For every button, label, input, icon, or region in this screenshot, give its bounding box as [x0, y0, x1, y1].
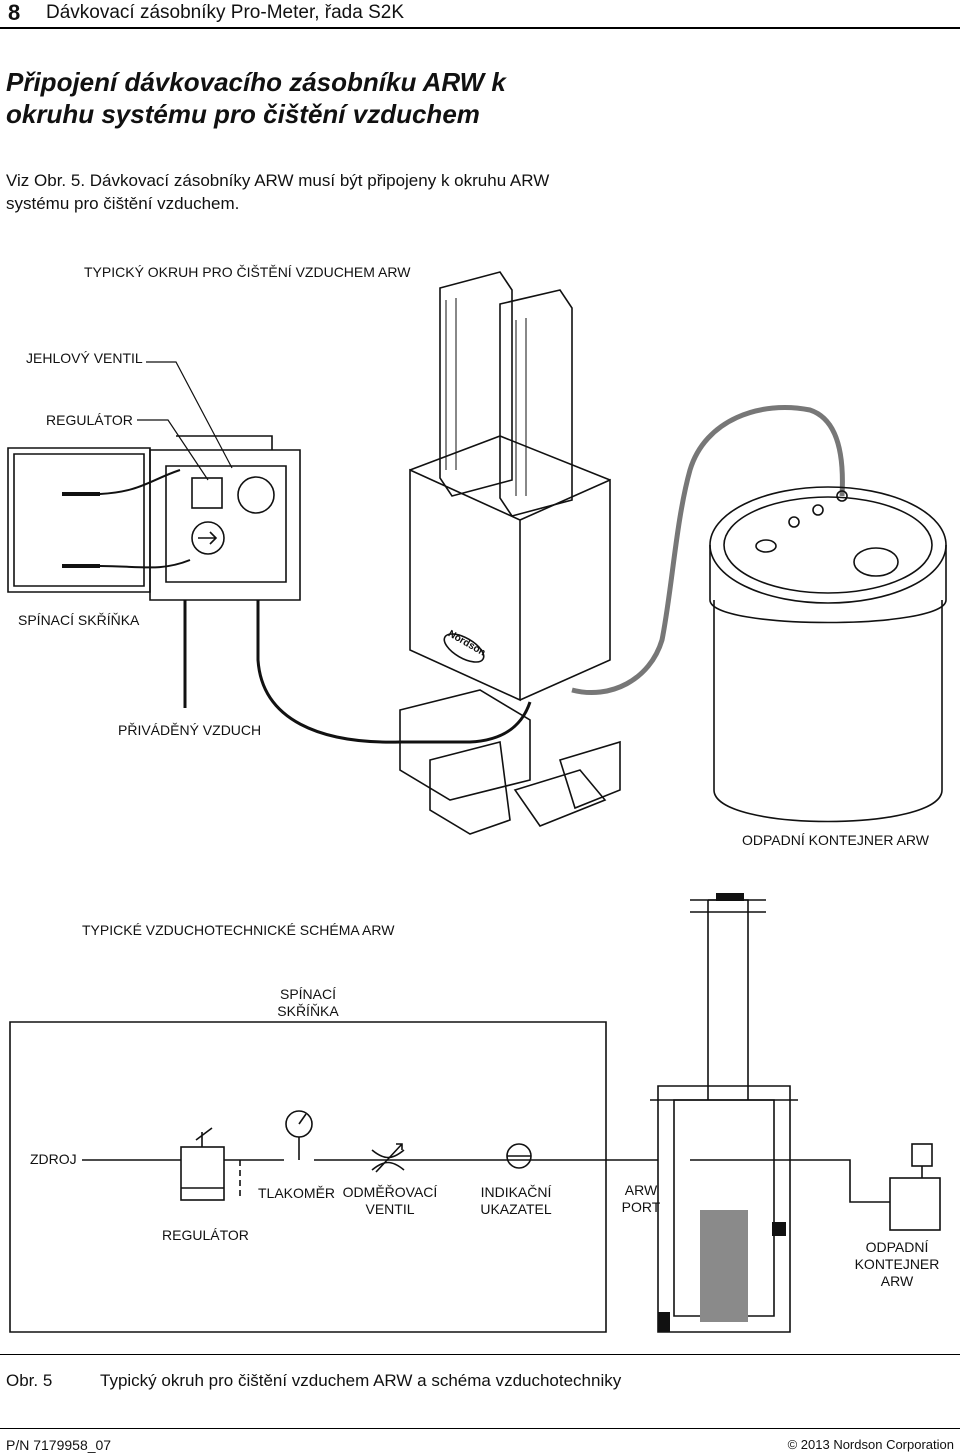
figure-top-title: TYPICKÝ OKRUH PRO ČIŠTĚNÍ VZDUCHEM ARW: [84, 264, 411, 280]
schema-label-gauge: TLAKOMĚR: [258, 1185, 336, 1201]
label-needle-valve: JEHLOVÝ VENTIL: [26, 350, 143, 366]
schema-label-regulator: REGULÁTOR: [162, 1227, 249, 1243]
schema-label-waste-container: ODPADNÍ KONTEJNER ARW: [854, 1239, 940, 1289]
section-heading: Připojení dávkovacího zásobníku ARW k ok…: [6, 67, 506, 129]
running-header: Dávkovací zásobníky Pro-Meter, řada S2K: [46, 2, 404, 23]
part-number: P/N 7179958_07: [6, 1437, 112, 1453]
copyright: © 2013 Nordson Corporation: [787, 1437, 954, 1452]
figure-bottom-title: TYPICKÉ VZDUCHOTECHNICKÉ SCHÉMA ARW: [82, 922, 395, 938]
figure-caption: Typický okruh pro čištění vzduchem ARW a…: [100, 1371, 622, 1390]
schema-label-metering-valve: ODMĚŘOVACÍ VENTIL: [342, 1184, 438, 1217]
label-switch-box: SPÍNACÍ SKŘÍŇKA: [18, 612, 140, 628]
figure-number: Obr. 5: [6, 1371, 53, 1390]
schema-label-indicator: INDIKAČNÍ UKAZATEL: [480, 1184, 552, 1217]
schema-label-arw-port: ARW PORT: [621, 1182, 661, 1215]
label-supply-air: PŘIVÁDĚNÝ VZDUCH: [118, 722, 262, 738]
page-number: 8: [8, 0, 21, 25]
schema-label-switch-box: SPÍNACÍ SKŘÍŇKA: [277, 986, 339, 1019]
header-rule: [0, 27, 960, 29]
footer-rule: [0, 1428, 960, 1429]
label-regulator: REGULÁTOR: [46, 412, 133, 428]
label-waste-container: ODPADNÍ KONTEJNER ARW: [742, 832, 929, 848]
caption-rule: [0, 1354, 960, 1355]
intro-paragraph: Viz Obr. 5. Dávkovací zásobníky ARW musí…: [6, 171, 550, 213]
schema-label-source: ZDROJ: [30, 1151, 77, 1167]
